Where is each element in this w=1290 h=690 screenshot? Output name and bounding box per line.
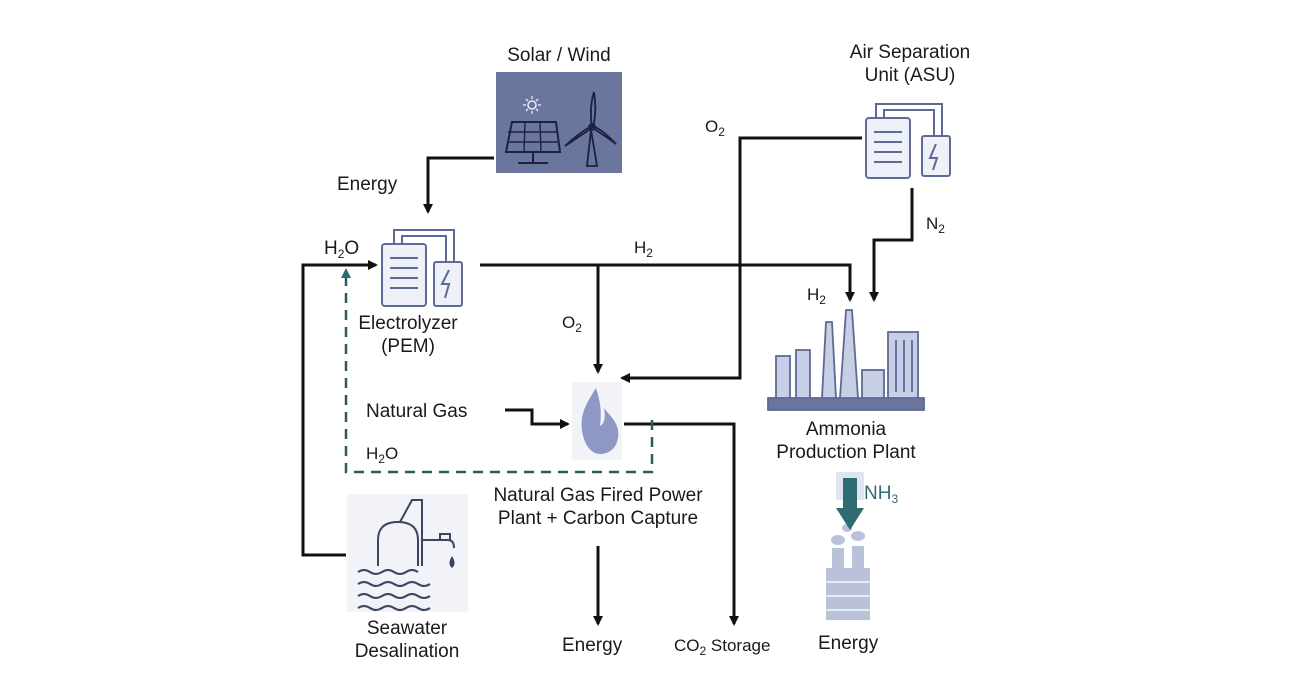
co2-storage-label: CO2 Storage (674, 636, 771, 658)
o2-asu-flow-arrow (620, 136, 862, 383)
co2-flow-arrow (624, 422, 739, 626)
solar-wind-label: Solar / Wind (507, 45, 611, 66)
air-separation-unit-icon (865, 103, 951, 179)
n2-label: N2 (926, 214, 945, 236)
electrolyzer-icon (381, 229, 463, 307)
o2-mid-label: O2 (562, 313, 582, 335)
factory-icon (767, 309, 925, 411)
h2-plant-label: H2 (807, 285, 826, 307)
nh3-flow-arrow (836, 478, 864, 530)
electrolyzer-label: Electrolyzer (PEM) (358, 313, 458, 357)
energy-flow-arrow (423, 156, 494, 214)
ammonia-plant-label: Ammonia Production Plant (776, 419, 916, 463)
seawater-desalination-label: Seawater Desalination (354, 618, 460, 662)
energy-power-label: Energy (562, 635, 623, 656)
natural-gas-label: Natural Gas (366, 401, 468, 422)
h2-flow-arrow (480, 263, 855, 302)
energy-input-label: Energy (337, 174, 398, 195)
nh3-label: NH3 (864, 483, 899, 506)
solar-panel-wind-turbine-icon (496, 72, 622, 173)
h2o-desal-flow-arrow (301, 260, 378, 557)
natural-gas-flow-arrow (505, 408, 570, 429)
energy-nh3-label: Energy (818, 633, 879, 654)
n2-flow-arrow (869, 188, 914, 302)
desalination-plant-icon (347, 494, 468, 612)
h2o-loop-label: H2O (366, 444, 399, 466)
o2-top-label: O2 (705, 117, 725, 139)
h2-line-label: H2 (634, 238, 653, 260)
asu-label: Air Separation Unit (ASU) (849, 42, 971, 86)
h2o-recycle-dashed-arrow (341, 268, 654, 474)
flame-icon (572, 382, 622, 460)
h2o-input-label: H2O (324, 238, 360, 261)
power-plant-label: Natural Gas Fired Power Plant + Carbon C… (493, 485, 703, 529)
